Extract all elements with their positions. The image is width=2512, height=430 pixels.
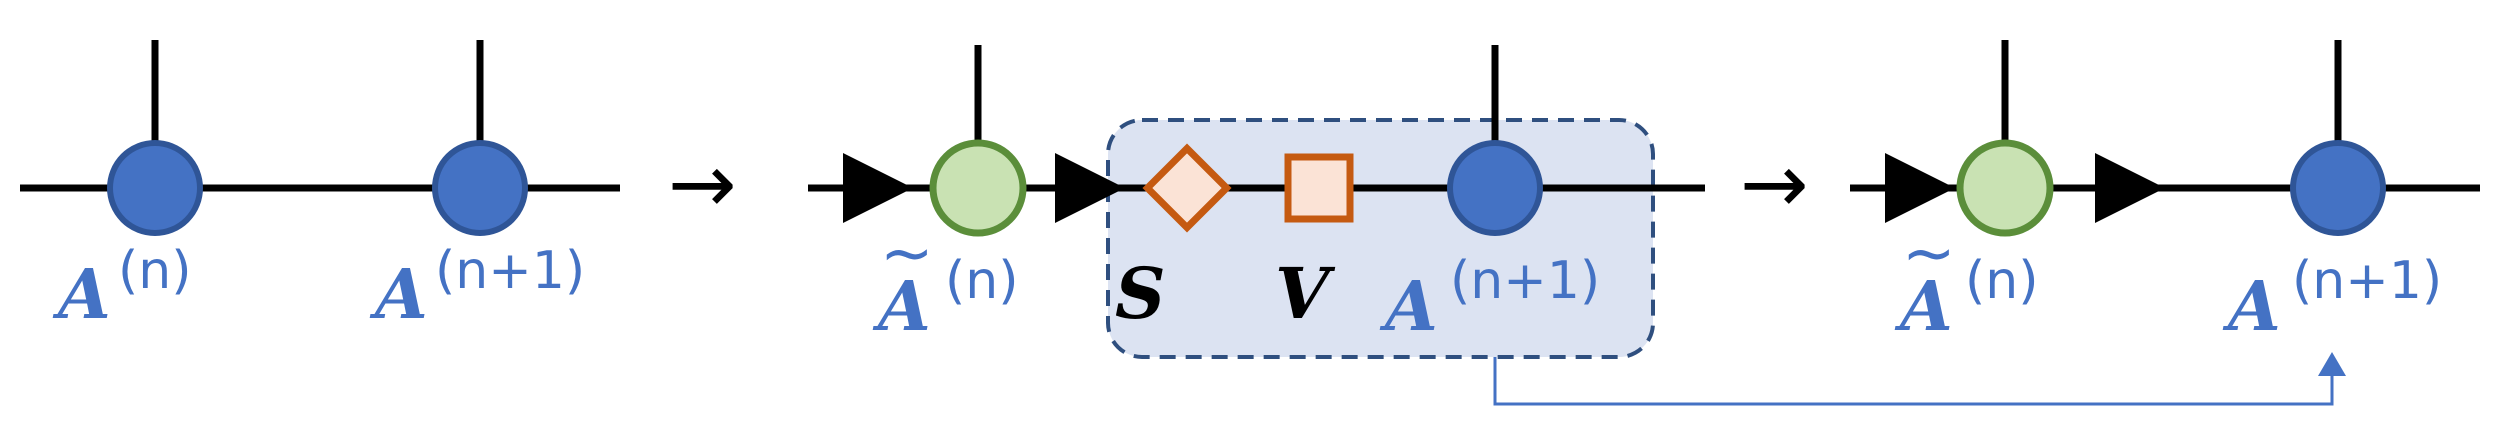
v-square <box>1284 153 1354 223</box>
tilde-mark: ~ <box>880 217 934 291</box>
tensor-a-n <box>107 140 203 236</box>
label-a-tilde-n-sup: (n) <box>1965 251 2039 311</box>
label-a-tilde-n-sup: (n) <box>945 251 1019 311</box>
s-diamond <box>1142 143 1232 233</box>
panel-2: A ~ (n) S V A (n+1) <box>808 45 1705 359</box>
label-v: V <box>1275 252 1336 335</box>
label-a-n1: A <box>369 255 428 335</box>
tensor-a-tilde-n <box>1956 139 2054 237</box>
step-arrow-1: → <box>668 137 737 232</box>
label-a-n: A <box>52 255 111 335</box>
step-arrow-2: → <box>1740 137 1809 232</box>
label-a-n1-sup: (n+1) <box>2292 251 2442 311</box>
tensor-a-n1 <box>1447 140 1543 236</box>
tensor-a-n1 <box>432 140 528 236</box>
label-a-tilde-n: A <box>1894 267 1953 347</box>
label-a-n-sup: (n) <box>118 241 192 301</box>
tensor-a-n1 <box>2290 140 2386 236</box>
label-a-tilde-n: A <box>872 267 931 347</box>
panel-1: A (n) A (n+1) <box>20 40 620 335</box>
transfer-arrowhead <box>2318 352 2346 376</box>
panel-3: A ~ (n) A (n+1) <box>1850 40 2480 347</box>
transfer-connector <box>1493 357 2334 406</box>
label-a-n1: A <box>2222 267 2281 347</box>
label-a-n1: A <box>1379 267 1438 347</box>
label-a-n1-sup: (n+1) <box>435 241 585 301</box>
tilde-mark: ~ <box>1902 217 1956 291</box>
tensor-a-tilde-n <box>929 139 1027 237</box>
label-a-n1-sup: (n+1) <box>1450 251 1600 311</box>
label-s: S <box>1115 252 1166 335</box>
